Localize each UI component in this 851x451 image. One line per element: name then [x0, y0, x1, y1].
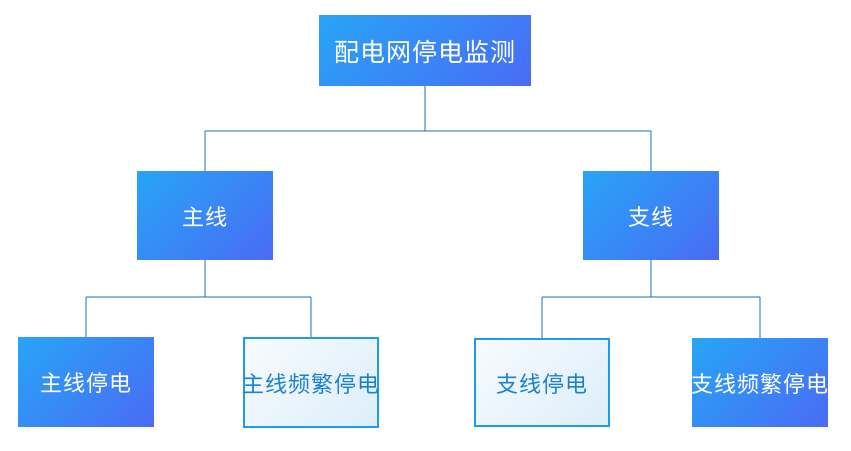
node-main-line-frequent-outage[interactable]: 主线频繁停电 — [242, 337, 379, 428]
node-branch-line-frequent-outage[interactable]: 支线频繁停电 — [691, 338, 828, 427]
node-branch-line-outage[interactable]: 支线停电 — [474, 338, 610, 427]
node-main-line[interactable]: 主线 — [137, 171, 273, 260]
node-main-line-outage[interactable]: 主线停电 — [18, 337, 154, 427]
node-branch-line[interactable]: 支线 — [583, 171, 719, 260]
node-root[interactable]: 配电网停电监测 — [319, 15, 531, 86]
